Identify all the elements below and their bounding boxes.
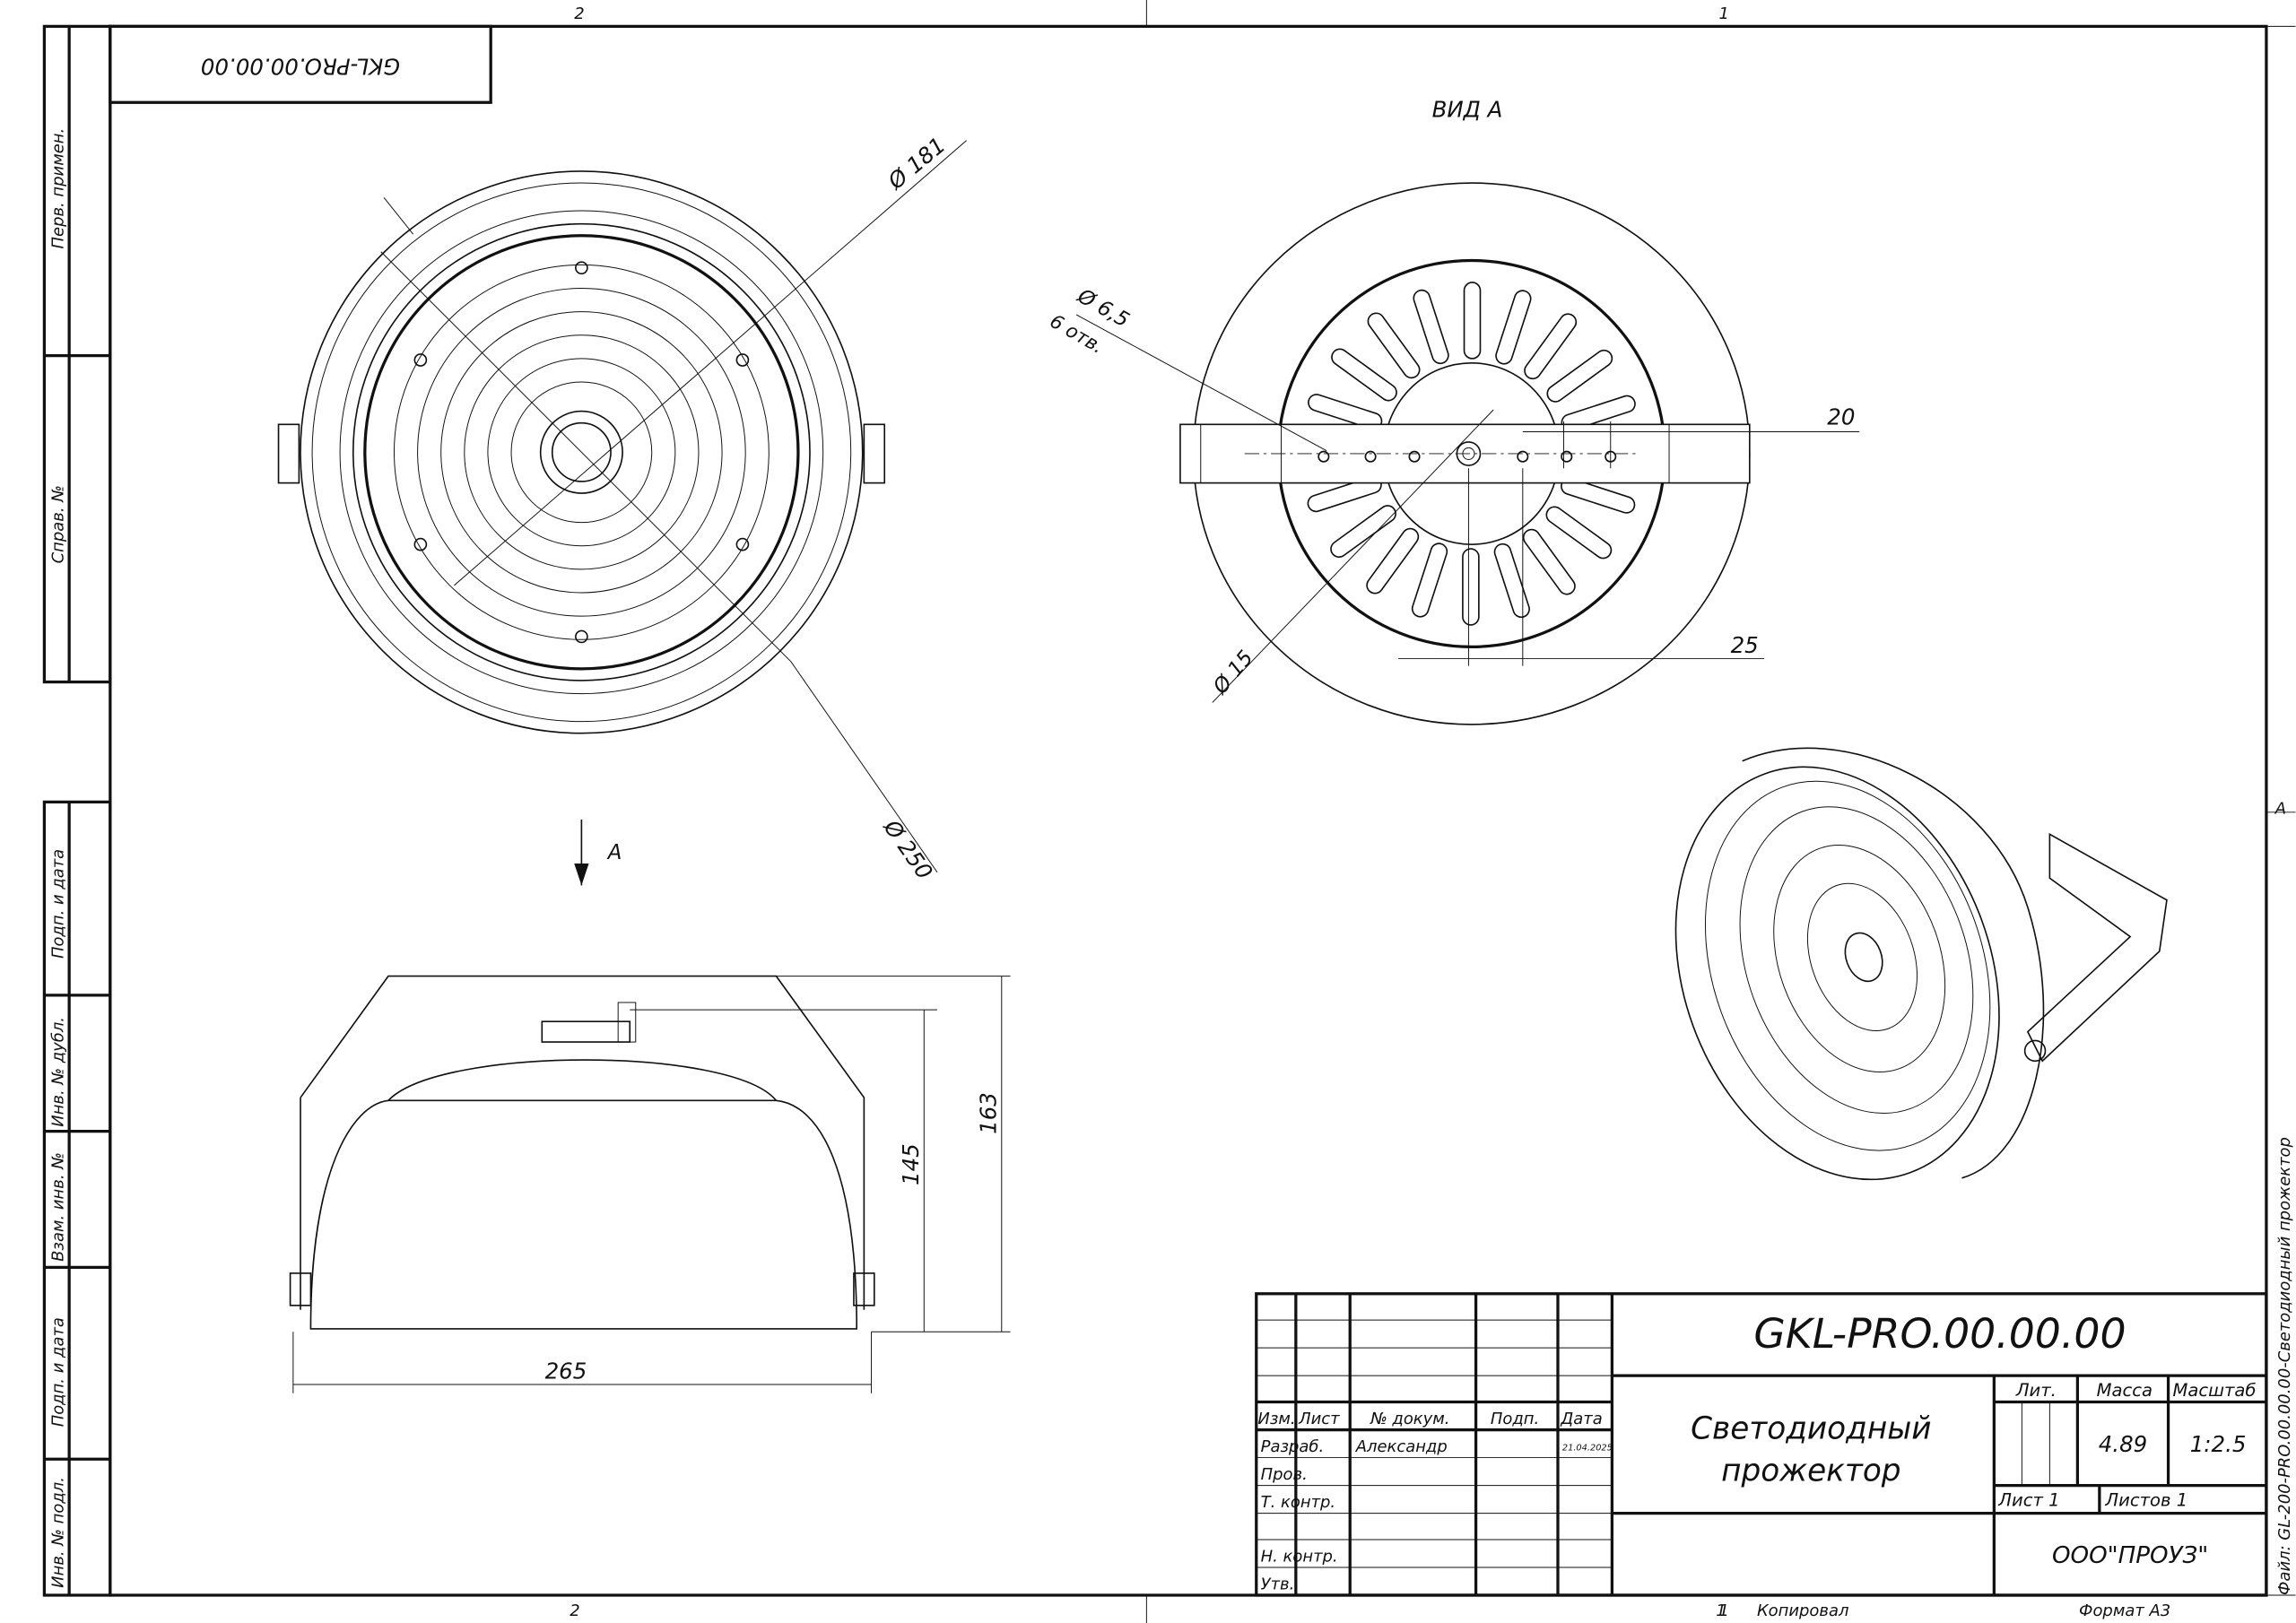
strip-label: Подп. и дата [49,1317,68,1427]
developer: Александр [1355,1437,1448,1456]
header-date: Дата [1560,1410,1602,1428]
mirrored-code: GKL-PRO.00.00.00 [201,53,400,79]
strip-label: Перв. примен. [49,128,68,249]
dim-145: 145 [898,1143,924,1185]
zone-label: 1 [1719,1601,1729,1620]
vent-slot [1330,505,1396,559]
role: Пров. [1261,1465,1308,1484]
vent-slot [1546,349,1613,403]
zone-label: A [2274,799,2286,818]
company: ООО"ПРОУЗ" [2052,1542,2208,1569]
dim-20: 20 [1827,404,1855,430]
product-name-line2: прожектор [1721,1454,1900,1489]
scale-label: Масштаб [2172,1380,2256,1401]
date: 21.04.2025 [1562,1443,1613,1453]
top-view [277,140,967,873]
vent-slot [1411,542,1448,618]
sheet-count: Листов 1 [2104,1489,2187,1510]
vent-slot [1331,348,1397,402]
header-podp: Подп. [1491,1410,1539,1428]
mirrored-code-box [109,24,492,104]
header-list: Лист [1298,1410,1340,1428]
role: Т. контр. [1261,1493,1335,1512]
vent-slot [1463,282,1482,360]
vent-slot [1545,506,1613,560]
strip-label: Инв. № подл. [49,1477,68,1588]
dim-d15: Ø 15 [1208,647,1257,699]
vent-slot [1366,527,1420,595]
role: Разраб. [1261,1437,1325,1456]
side-view [289,975,1011,1393]
scale-value: 1:2.5 [2190,1431,2247,1457]
mass-value: 4.89 [2099,1431,2147,1457]
copied-number: 1 [1716,1601,1726,1620]
role: Н. контр. [1261,1547,1338,1566]
dim-25: 25 [1731,632,1759,658]
header-doc: № докум. [1370,1410,1449,1428]
view-a-title: ВИД А [1432,97,1503,123]
sheet-number: Лист 1 [1997,1489,2059,1510]
zone-label: 1 [1719,4,1729,23]
vent-slot [1462,548,1480,626]
strip-label: Инв. № дубл. [49,1017,68,1127]
vent-slot [1308,394,1383,430]
view-arrow-label: А [606,841,622,864]
sheet-frame [44,0,2296,1623]
mass-label: Масса [2097,1380,2152,1401]
copied-label: Копировал [1757,1601,1848,1620]
dim-d250: Ø 250 [878,814,938,884]
product-name-line1: Светодиодный [1691,1410,1931,1446]
strip-label: Справ. № [49,485,68,563]
isometric-view [1674,747,2168,1181]
vent-slot [1522,528,1576,595]
vent-slot [1493,542,1530,619]
strip-label: Подп. и дата [49,849,68,959]
role: Утв. [1261,1575,1295,1593]
side-strip [42,24,112,1597]
lit-label: Лит. [2015,1380,2057,1401]
file-label: Файл: GL-200-PRO.00.00.00-Светодиодный п… [2275,1137,2294,1595]
vent-slot [1413,289,1449,365]
dim-163: 163 [975,1092,1001,1134]
vent-slot [1495,290,1532,365]
title-block [1255,1292,2268,1597]
dim-265: 265 [545,1358,587,1384]
zone-label: 2 [570,1601,579,1620]
format-label: Формат А3 [2079,1601,2170,1620]
view-a [1075,182,1860,725]
zone-label: 2 [574,4,584,23]
arrow-icon [574,863,589,886]
designation: GKL-PRO.00.00.00 [1753,1310,2126,1358]
vent-slot [1367,312,1421,379]
strip-label: Взам. инв. № [49,1152,68,1262]
vent-slot [1561,477,1636,514]
vent-slot [1524,313,1578,380]
header-izm: Изм. [1257,1410,1295,1428]
